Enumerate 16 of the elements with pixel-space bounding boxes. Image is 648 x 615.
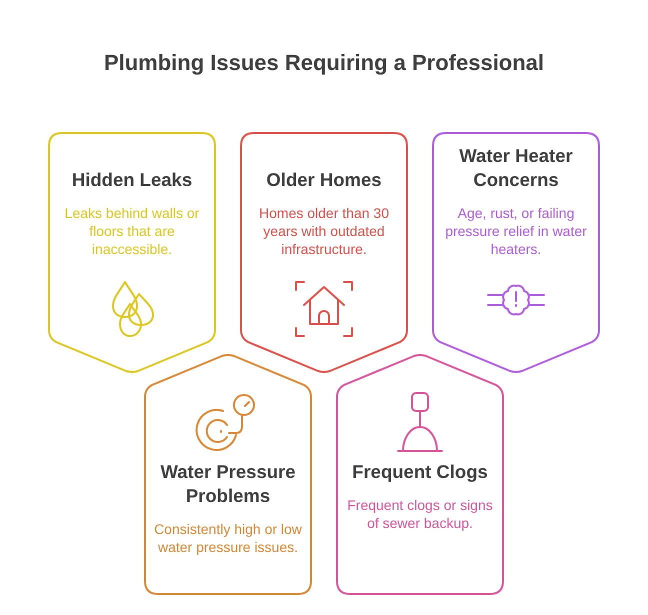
pentagon-card — [48, 132, 216, 372]
pentagon-card — [144, 355, 312, 595]
card-description: Frequent clogs or signs of sewer backup. — [346, 496, 494, 532]
pentagon-card — [240, 132, 408, 372]
card-description: Leaks behind walls or floors that are inaccessible. — [64, 204, 200, 258]
pentagon-card — [336, 355, 504, 595]
pentagon-card — [432, 132, 600, 372]
card-heading: Water Heater Concerns — [458, 144, 574, 192]
card-description: Age, rust, or failing pressure relief in water heaters. — [444, 204, 588, 258]
card-heading: Older Homes — [265, 168, 383, 192]
card-heading: Hidden Leaks — [70, 168, 194, 192]
card-heading: Frequent Clogs — [351, 460, 489, 484]
card-description: Homes older than 30 years with outdated infrastructure. — [258, 204, 390, 258]
title: Plumbing Issues Requiring a Professional — [102, 50, 546, 76]
card-heading: Water Pressure Problems — [159, 460, 297, 508]
card-description: Consistently high or low water pressure issues. — [153, 520, 303, 556]
